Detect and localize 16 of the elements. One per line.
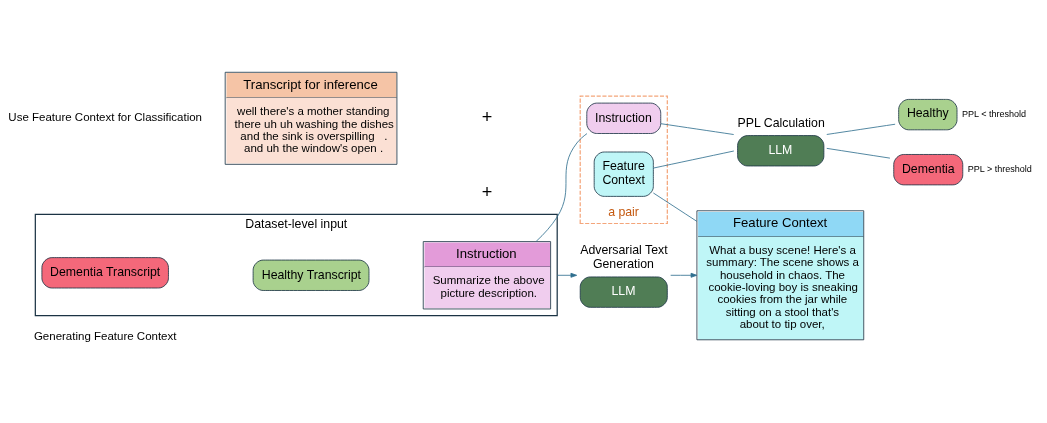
- connector: [535, 132, 588, 242]
- connector: [660, 122, 735, 135]
- connector: [652, 192, 698, 222]
- label: Generating Feature Context: [33, 329, 177, 342]
- arrow: [556, 272, 578, 278]
- label: Use Feature Context for Classification: [8, 110, 203, 123]
- arrow: [670, 272, 698, 278]
- connector: [826, 147, 891, 159]
- connector: [652, 150, 735, 168]
- label: +: [481, 181, 493, 202]
- node-label: Adversarial Text Generation: [580, 242, 668, 271]
- label: +: [481, 106, 493, 127]
- node-label: PPL > threshold: [967, 163, 1032, 174]
- node-label: PPL < threshold: [961, 108, 1027, 119]
- node-label: PPL Calculation: [737, 115, 825, 130]
- connector: [826, 123, 896, 135]
